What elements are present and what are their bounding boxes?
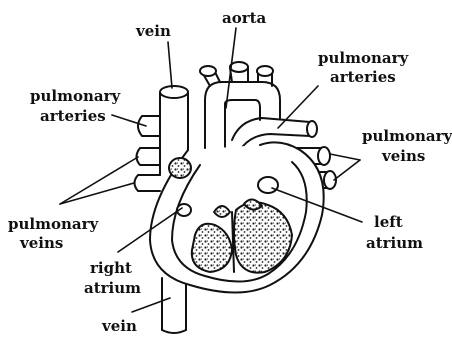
aorta-arch [205, 82, 280, 150]
leader-vein-bottom [132, 298, 170, 312]
label-right-atrium-1: right [90, 259, 132, 277]
heart-illustration [135, 62, 337, 333]
leader-pulmonary-veins-left-b [60, 183, 134, 204]
leader-pulmonary-veins-right-b [334, 160, 360, 180]
label-pulmonary-arteries-right-1: pulmonary [318, 49, 409, 67]
label-pulmonary-veins-right-1: pulmonary [362, 127, 452, 145]
right-atrium-opening [169, 158, 191, 178]
label-vein-bottom: vein [101, 317, 137, 335]
leader-vein-top [168, 42, 172, 88]
superior-vena-cava-opening [160, 86, 188, 98]
label-vein-top: vein [135, 22, 171, 40]
leader-pulmonary-veins-left-a [60, 157, 138, 204]
label-pulmonary-veins-right-2: veins [381, 147, 425, 165]
label-pulmonary-veins-left-2: veins [19, 234, 63, 252]
label-left-atrium-2: atrium [366, 234, 423, 252]
pulmonary-vein-left-tube-upper [137, 148, 161, 165]
inferior-vena-cava [162, 278, 186, 330]
label-pulmonary-arteries-left-1: pulmonary [30, 87, 121, 105]
label-aorta: aorta [222, 9, 267, 27]
tricuspid-valve [214, 206, 230, 217]
label-left-atrium-1: left [374, 213, 403, 231]
label-pulmonary-veins-left-1: pulmonary [8, 215, 99, 233]
label-right-atrium-2: atrium [84, 279, 141, 297]
label-pulmonary-arteries-left-2: arteries [40, 107, 106, 125]
leader-pulmonary-veins-right-a [330, 154, 360, 160]
pulmonary-vein-left-tube-lower [135, 175, 161, 191]
label-pulmonary-arteries-right-2: arteries [330, 68, 396, 86]
left-atrium-opening [258, 177, 278, 193]
pulmonary-artery-left-tube [138, 116, 160, 136]
